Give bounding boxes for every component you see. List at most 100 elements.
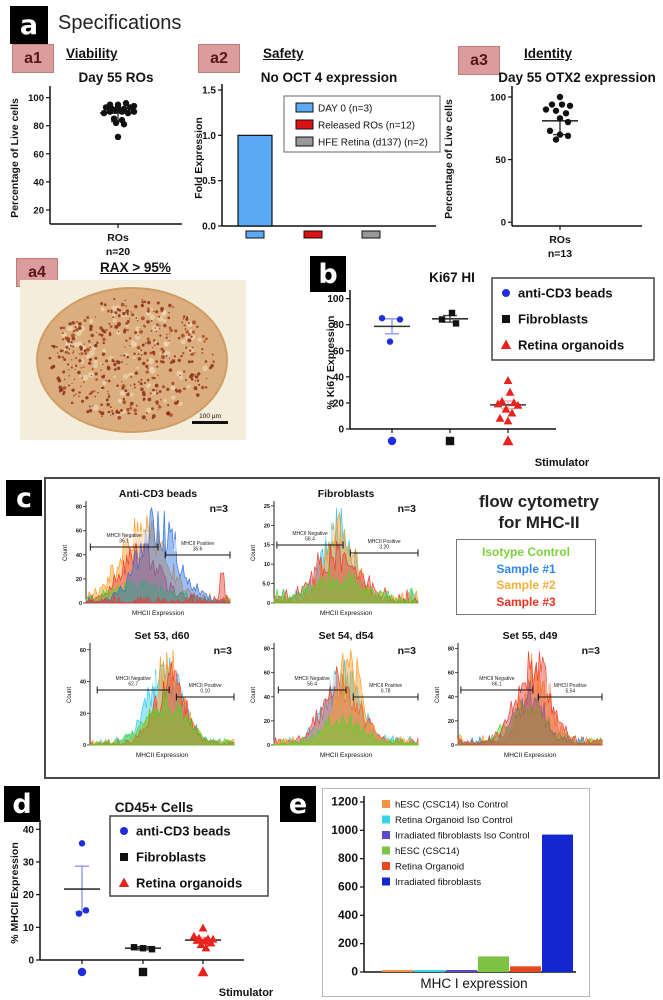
svg-text:hESC (CSC14) Iso Control: hESC (CSC14) Iso Control	[395, 800, 508, 811]
data-point	[192, 936, 202, 944]
scale-bar	[192, 421, 228, 424]
svg-text:50: 50	[495, 155, 506, 166]
axis-marker	[138, 967, 148, 977]
svg-text:anti-CD3 beads: anti-CD3 beads	[136, 824, 231, 839]
svg-text:40: 40	[33, 177, 44, 188]
heading-rax: RAX > 95%	[100, 260, 171, 275]
svg-text:MHCII Expression: MHCII Expression	[136, 752, 189, 759]
svg-text:Released ROs (n=12): Released ROs (n=12)	[318, 121, 415, 132]
svg-text:MHCII Negative: MHCII Negative	[479, 676, 515, 682]
svg-text:25: 25	[264, 504, 270, 510]
axis-marker	[445, 436, 455, 446]
data-point	[505, 387, 515, 396]
svg-text:30: 30	[23, 857, 35, 868]
svg-text:40: 40	[23, 825, 35, 836]
svg-text:1000: 1000	[331, 823, 358, 837]
svg-text:400: 400	[338, 908, 358, 922]
svg-text:Count: Count	[251, 545, 257, 561]
data-point	[546, 127, 554, 135]
svg-text:20: 20	[264, 719, 270, 725]
data-point	[566, 102, 574, 109]
legend-marker	[502, 315, 510, 323]
svg-text:n=3: n=3	[582, 645, 601, 657]
histogram-series	[273, 666, 419, 746]
svg-text:60: 60	[448, 671, 454, 677]
badge-a1: a1	[12, 44, 54, 73]
svg-text:MHCII Positive: MHCII Positive	[369, 683, 402, 689]
data-point	[120, 105, 128, 113]
flow-legend-item-3: Sample #2	[496, 578, 556, 592]
histogram-series	[89, 661, 235, 746]
svg-text:n=13: n=13	[548, 248, 572, 260]
svg-text:ROs: ROs	[549, 234, 571, 246]
heading-viability: Viability	[66, 46, 118, 61]
svg-text:Count: Count	[435, 687, 441, 703]
legend-marker	[500, 339, 512, 349]
data-point	[196, 940, 206, 949]
data-point	[112, 119, 120, 127]
axis-marker	[197, 966, 209, 977]
data-point	[386, 338, 394, 345]
data-point	[558, 101, 566, 108]
data-point	[503, 376, 513, 384]
data-point	[556, 131, 564, 138]
svg-text:40: 40	[448, 695, 454, 701]
flow-title-line2: for MHC-II	[498, 513, 580, 532]
svg-text:20: 20	[23, 890, 35, 901]
svg-text:Retina organoids: Retina organoids	[136, 876, 242, 891]
organoid-micrograph: 100 µm	[20, 280, 246, 440]
svg-text:ROs: ROs	[107, 232, 129, 244]
data-point	[493, 399, 503, 408]
data-point	[200, 936, 210, 945]
svg-text:MHCII Expression: MHCII Expression	[320, 752, 373, 759]
data-point	[556, 93, 564, 101]
data-point	[501, 404, 511, 413]
legend-marker	[118, 877, 130, 887]
badge-a2: a2	[198, 44, 240, 73]
data-point	[206, 938, 216, 947]
svg-text:35.6: 35.6	[193, 547, 203, 553]
svg-text:Anti-CD3 beads: Anti-CD3 beads	[119, 488, 197, 500]
data-point	[564, 132, 572, 140]
svg-text:36.1: 36.1	[119, 539, 129, 545]
svg-text:600: 600	[338, 880, 358, 894]
data-point	[75, 910, 83, 917]
svg-text:CD45+ Cells: CD45+ Cells	[115, 800, 193, 815]
badge-a3: a3	[458, 46, 500, 75]
svg-text:Count: Count	[251, 687, 257, 703]
data-point	[507, 408, 517, 417]
svg-text:Fibroblasts: Fibroblasts	[318, 488, 375, 500]
data-point	[139, 945, 147, 952]
data-point	[106, 101, 114, 108]
bar	[542, 834, 573, 972]
histogram-series	[273, 713, 419, 746]
svg-text:n=3: n=3	[210, 503, 229, 515]
svg-text:60: 60	[76, 529, 82, 535]
bar	[478, 956, 509, 972]
data-point	[513, 400, 523, 409]
svg-text:0: 0	[501, 218, 506, 229]
svg-text:Count: Count	[67, 687, 73, 703]
data-point	[130, 102, 138, 110]
svg-text:80: 80	[264, 647, 270, 653]
svg-text:Fold Expression: Fold Expression	[193, 117, 205, 199]
histogram-series	[273, 540, 419, 604]
axis-marker	[387, 436, 397, 446]
svg-text:800: 800	[338, 851, 358, 865]
svg-text:80: 80	[76, 505, 82, 511]
svg-text:40: 40	[333, 372, 345, 383]
svg-text:100 µm: 100 µm	[199, 413, 221, 420]
svg-text:66.1: 66.1	[492, 682, 502, 688]
svg-text:MHCII Negative: MHCII Negative	[292, 531, 328, 537]
svg-text:Set 54, d54: Set 54, d54	[319, 630, 374, 642]
